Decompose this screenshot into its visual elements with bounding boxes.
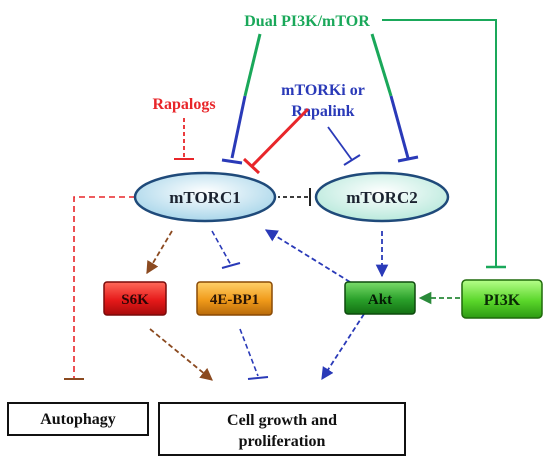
mtorc1-node: mTORC1 xyxy=(133,171,277,223)
dual-to-mtorc2-tbar xyxy=(397,155,419,163)
mtorc2-inhibits-mtorc1 xyxy=(278,188,311,206)
mtorc2-node: mTORC2 xyxy=(314,171,450,223)
mtorki-label-line2: Rapalink xyxy=(291,103,354,120)
dual-to-pi3k-line xyxy=(382,19,497,266)
mtorc1-downstream xyxy=(64,196,241,380)
akt-to-growth-arrow xyxy=(321,313,365,381)
dual-to-mtorc2-line-green xyxy=(370,33,393,97)
mtorc1-to-4ebp1-tbar xyxy=(221,262,241,269)
akt-label: Akt xyxy=(368,292,392,308)
dual-inhibition-lines xyxy=(221,19,506,269)
pi3k-box xyxy=(461,279,543,319)
mtorc1-ellipse xyxy=(133,171,277,223)
mtorki-inhibition xyxy=(242,107,361,175)
rapalogs-inhibition xyxy=(174,118,194,160)
cell-growth-box: Cell growth and proliferation xyxy=(158,402,406,456)
s6k-label: S6K xyxy=(121,292,149,308)
cell-growth-label-line2: proliferation xyxy=(239,433,326,450)
mtorc2-label: mTORC2 xyxy=(346,188,417,207)
effectors-to-growth xyxy=(149,328,269,381)
pi3k-node: PI3K xyxy=(461,279,543,319)
mtorc1-to-autophagy-line xyxy=(73,196,135,378)
dual-to-mtorc1-line-green xyxy=(243,33,262,97)
4ebp1-to-growth-line xyxy=(239,328,259,377)
mtorc1-to-4ebp1-line xyxy=(211,230,232,266)
akt-box xyxy=(344,281,416,315)
autophagy-frame xyxy=(7,402,149,436)
mtorki-to-mtorc2-tbar xyxy=(343,154,361,166)
dual-to-mtorc2-line-blue xyxy=(389,95,410,159)
mtorc1-label: mTORC1 xyxy=(169,188,240,207)
mtorc1-to-s6k-arrow xyxy=(146,230,173,275)
dual-to-mtorc1-tbar xyxy=(221,158,243,165)
s6k-node: S6K xyxy=(103,281,167,316)
4ebp1-label: 4E-BP1 xyxy=(210,292,259,308)
mtorki-to-mtorc1-tbar xyxy=(242,157,261,175)
4ebp1-to-growth-tbar xyxy=(247,376,269,380)
4ebp1-node: 4E-BP1 xyxy=(196,281,273,316)
akt-to-mtorc1-arrow xyxy=(264,229,351,283)
akt-node: Akt xyxy=(344,281,416,315)
akt-pathway xyxy=(264,229,460,381)
autophagy-label: Autophagy xyxy=(40,411,116,428)
mtorki-to-mtorc2-line xyxy=(327,126,353,161)
4ebp1-box xyxy=(196,281,273,316)
rapalogs-label: Rapalogs xyxy=(152,96,215,113)
autophagy-box: Autophagy xyxy=(7,402,149,436)
s6k-box xyxy=(103,281,167,316)
s6k-to-growth-arrow xyxy=(149,328,213,381)
dual-inhibitor-label: Dual PI3K/mTOR xyxy=(244,13,370,30)
mtorki-to-mtorc1-line xyxy=(250,107,310,168)
cell-growth-label-line1: Cell growth and xyxy=(227,412,337,429)
mtorki-label-line1: mTORKi or xyxy=(281,82,365,99)
dual-to-mtorc1-line-blue xyxy=(230,95,247,159)
mtorc2-ellipse xyxy=(314,171,450,223)
cell-growth-frame xyxy=(158,402,406,456)
pi3k-label: PI3K xyxy=(484,292,521,309)
